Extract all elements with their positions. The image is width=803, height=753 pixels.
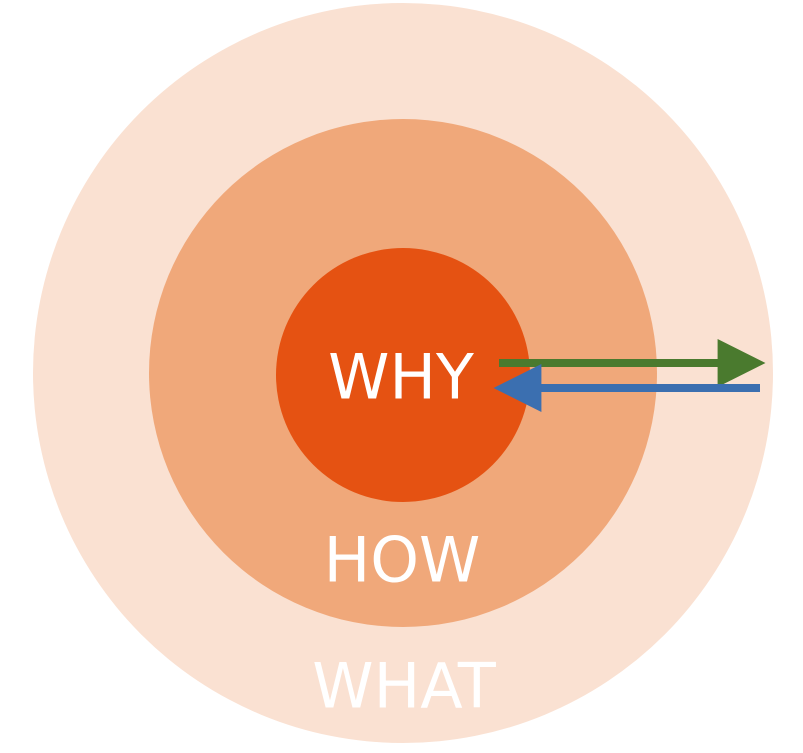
what-label: WHAT — [312, 650, 497, 723]
why-label: WHY — [328, 341, 474, 414]
inner-circle-why — [276, 248, 530, 502]
how-label: HOW — [324, 524, 481, 597]
